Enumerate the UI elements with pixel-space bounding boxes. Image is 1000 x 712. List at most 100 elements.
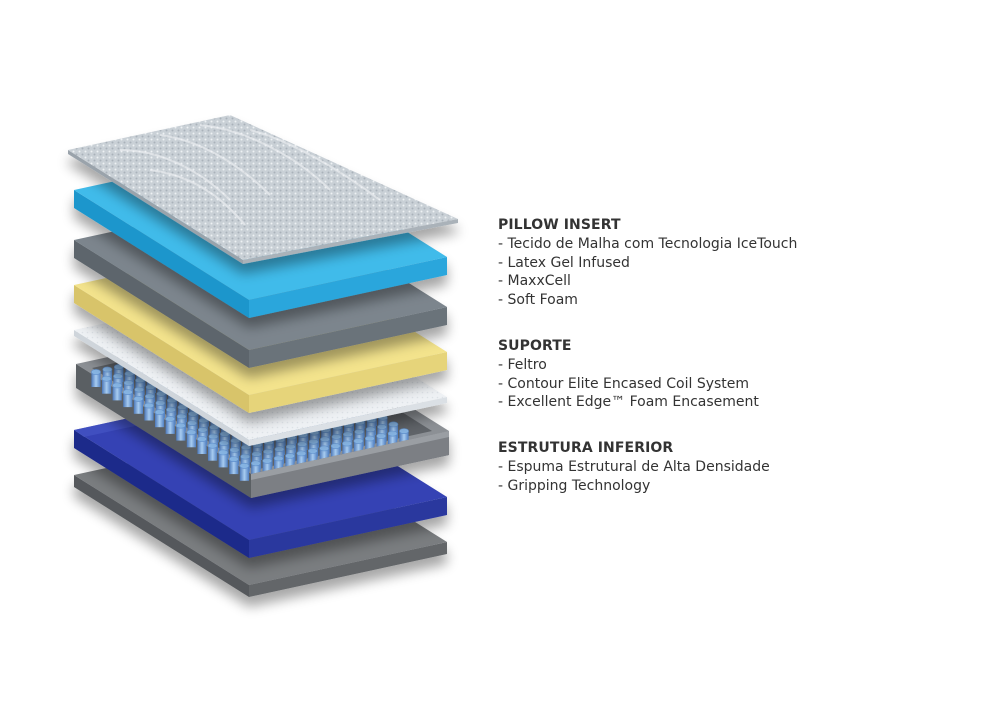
coil-top xyxy=(365,426,376,433)
coil-body xyxy=(331,446,341,461)
coil-top xyxy=(240,453,251,460)
coil-top xyxy=(273,455,284,462)
coil-top xyxy=(331,433,342,440)
coil-top xyxy=(274,446,285,453)
coil-top xyxy=(188,410,198,417)
list-item: - Contour Elite Encased Coil System xyxy=(498,375,750,392)
section-estrutura-inferior: ESTRUTURA INFERIOR - Espuma Estrutural d… xyxy=(498,439,978,495)
coil-body xyxy=(399,431,409,447)
coil-body xyxy=(342,443,352,459)
coil-body xyxy=(353,441,363,456)
section-title: PILLOW INSERT xyxy=(498,217,621,233)
coil-body xyxy=(365,438,375,454)
coil-top xyxy=(320,436,330,443)
coil-top xyxy=(165,415,176,422)
coil-body xyxy=(186,432,196,448)
coil-body xyxy=(239,465,249,481)
coil-body xyxy=(123,392,133,408)
coil-body xyxy=(251,463,261,479)
coil-body xyxy=(229,459,239,475)
coil-body xyxy=(285,455,295,471)
coil-body xyxy=(91,372,101,387)
coil-body xyxy=(308,450,318,466)
coil-top xyxy=(218,449,229,456)
coil-top xyxy=(113,373,123,380)
coil-body xyxy=(296,453,306,469)
coil-body xyxy=(376,436,386,451)
coil-top xyxy=(112,382,123,389)
coil-body xyxy=(133,398,143,414)
coil-top xyxy=(319,445,330,452)
coil-top xyxy=(133,395,144,402)
coil-top xyxy=(353,438,364,444)
coil-body xyxy=(176,425,186,441)
coil-body xyxy=(208,445,218,461)
coil-top xyxy=(123,379,134,386)
coil-top xyxy=(219,440,229,447)
coil-top xyxy=(354,428,365,435)
section-suporte: SUPORTE - Feltro - Contour Elite Encased… xyxy=(498,337,978,412)
coil-top xyxy=(197,436,207,442)
coil-body xyxy=(102,378,112,394)
coil-top xyxy=(251,451,262,457)
coil-top xyxy=(135,377,145,384)
fabric-layer xyxy=(68,115,458,264)
coil-top xyxy=(198,417,209,424)
coil-top xyxy=(285,452,295,459)
coil-body xyxy=(218,452,228,468)
coil-top xyxy=(91,369,101,375)
coil-top xyxy=(296,450,307,457)
coil-top xyxy=(144,402,154,409)
coil-top xyxy=(308,438,319,445)
section-title: SUPORTE xyxy=(498,337,572,354)
coil-top xyxy=(330,443,341,449)
coil-top xyxy=(297,441,308,448)
coil-top xyxy=(102,366,113,373)
list-item: - Latex Gel Infused xyxy=(498,254,630,271)
coil-top xyxy=(377,423,387,430)
coil-top xyxy=(134,386,145,393)
coil-top xyxy=(166,397,177,404)
list-item: - Excellent Edge™ Foam Encasement xyxy=(498,394,759,411)
coil-top xyxy=(388,421,399,428)
list-item: - Tecido de Malha com Tecnologia IceTouc… xyxy=(498,236,798,252)
section-title: ESTRUTURA INFERIOR xyxy=(498,439,674,456)
list-item: - Soft Foam xyxy=(498,292,578,309)
coil-top xyxy=(101,375,112,382)
coil-top xyxy=(186,429,197,436)
coil-top xyxy=(263,448,273,455)
coil-top xyxy=(156,390,167,397)
coil-top xyxy=(285,443,296,450)
coil-top xyxy=(387,430,398,437)
coil-top xyxy=(250,460,261,467)
list-item: - MaxxCell xyxy=(498,273,571,290)
coil-top xyxy=(122,389,133,395)
coil-body xyxy=(112,385,122,401)
layer-legend: PILLOW INSERT - Tecido de Malha com Tecn… xyxy=(498,216,978,522)
coil-top xyxy=(376,433,387,439)
coil-top xyxy=(145,384,156,390)
coil-body xyxy=(319,448,329,464)
coil-top xyxy=(155,400,166,406)
coil-top xyxy=(239,462,250,469)
coil-top xyxy=(219,431,230,437)
coil-body xyxy=(388,433,398,449)
coil-top xyxy=(144,393,155,400)
coil-top xyxy=(241,444,251,451)
coil-top xyxy=(177,404,188,411)
coil-top xyxy=(187,420,198,426)
coil-top xyxy=(197,426,208,433)
coil-top xyxy=(154,409,165,416)
coil-top xyxy=(230,437,241,444)
coil-body xyxy=(155,412,165,428)
coil-top xyxy=(307,447,318,454)
coil-body xyxy=(197,439,207,454)
coil-top xyxy=(229,446,240,453)
list-item: - Espuma Estrutural de Alta Densidade xyxy=(498,458,770,475)
coil-top xyxy=(175,422,186,429)
coil-top xyxy=(209,424,220,431)
coil-body xyxy=(165,418,175,434)
coil-body xyxy=(262,460,272,476)
section-pillow-insert: PILLOW INSERT - Tecido de Malha com Tecn… xyxy=(498,216,978,310)
coil-top xyxy=(262,457,273,464)
